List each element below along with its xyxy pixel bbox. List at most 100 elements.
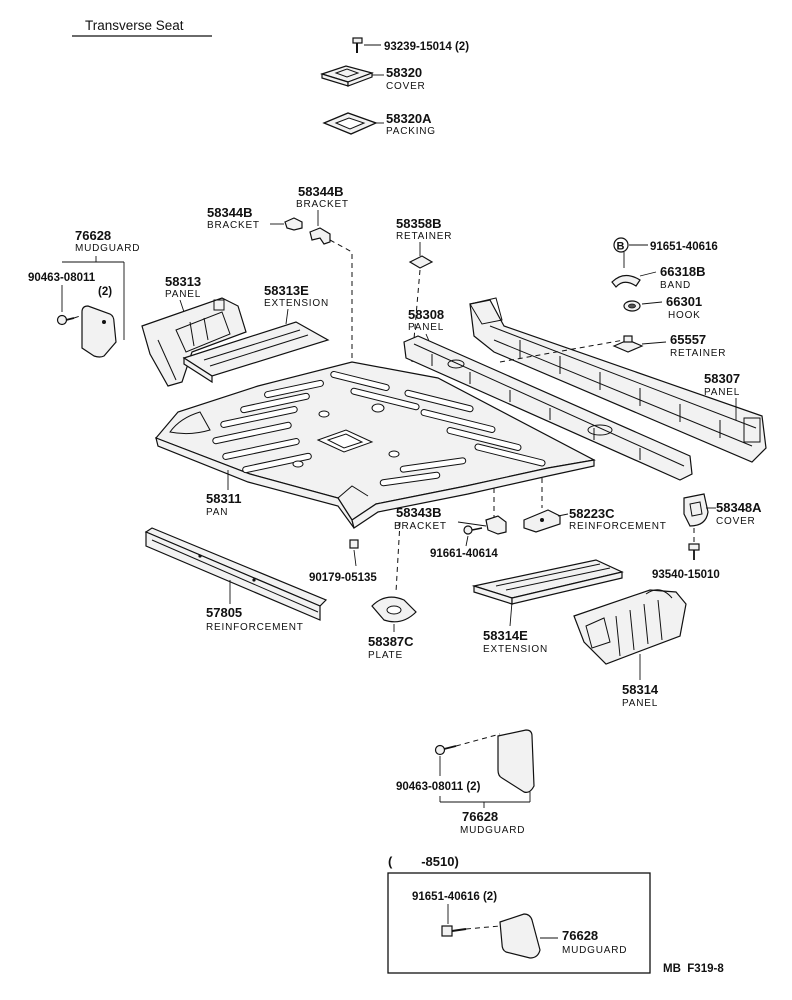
label-76628-top-name: MUDGUARD xyxy=(75,243,140,254)
label-57805-name: REINFORCEMENT xyxy=(206,622,304,633)
label-58343b-number: 58343B xyxy=(396,505,442,520)
label-58314e-number: 58314E xyxy=(483,628,528,643)
footer-code: MB F319-8 xyxy=(663,963,724,975)
bracket-58343b-drawing xyxy=(485,515,507,535)
label-90463-top-number: 90463-08011 xyxy=(28,272,96,284)
label-58320-number: 58320 xyxy=(386,65,422,80)
reinforcement-58223c-drawing xyxy=(523,509,561,533)
label-76628-inset-number: 76628 xyxy=(562,928,598,943)
dashed-guide-retainer-65557 xyxy=(499,339,625,363)
label-58314-name: PANEL xyxy=(622,698,658,709)
extension-58314e-drawing xyxy=(471,559,624,605)
retainer-58358b-drawing xyxy=(408,255,434,269)
diagram-title: Transverse Seat xyxy=(85,18,184,33)
mudguard-76628-inset-drawing xyxy=(499,913,541,959)
label-58223c-name: REINFORCEMENT xyxy=(569,521,667,532)
leader-91661 xyxy=(465,535,469,547)
label-58320-name: COVER xyxy=(386,81,426,92)
label-66318b-number: 66318B xyxy=(660,264,706,279)
label-58344b-left-name: BRACKET xyxy=(207,220,260,231)
cover-58348a-drawing xyxy=(683,493,709,527)
label-57805-number: 57805 xyxy=(206,605,242,620)
dashed-guide-mudguard-top xyxy=(73,315,81,319)
label-58307-number: 58307 xyxy=(704,371,740,386)
band-66318b-drawing xyxy=(611,274,641,288)
b-marker-letter: B xyxy=(617,241,625,253)
label-58348a-name: COVER xyxy=(716,516,756,527)
label-58313e-number: 58313E xyxy=(264,283,309,298)
label-58314-number: 58314 xyxy=(622,682,659,697)
bracket-58344b-right-drawing xyxy=(309,227,331,245)
label-58387c-name: PLATE xyxy=(368,650,403,661)
dashed-guide-bracket xyxy=(329,239,353,365)
label-76628-top-number: 76628 xyxy=(75,228,111,243)
pan-58311-drawing xyxy=(154,361,596,529)
leader-66318b xyxy=(639,271,657,277)
label-65557-name: RETAINER xyxy=(670,348,726,359)
leader-58313e xyxy=(285,308,289,325)
label-58358b-name: RETAINER xyxy=(396,231,452,242)
leader-66301 xyxy=(641,301,663,305)
label-93239-number: 93239-15014 (2) xyxy=(384,41,469,53)
label-91661-number: 91661-40614 xyxy=(430,548,498,560)
leader-90179 xyxy=(353,549,357,567)
label-58387c-number: 58387C xyxy=(368,634,414,649)
panel-58313-drawing xyxy=(141,297,247,387)
inset-box xyxy=(387,872,651,974)
label-58308-name: PANEL xyxy=(408,322,444,333)
reinforcement-57805-drawing xyxy=(144,527,328,621)
bolt-91661-drawing xyxy=(463,525,483,535)
panel-58308-drawing xyxy=(403,335,693,481)
extension-58313e-drawing xyxy=(182,321,330,384)
label-58311-name: PAN xyxy=(206,507,228,518)
label-58313e-name: EXTENSION xyxy=(264,298,329,309)
leader-58343b xyxy=(457,521,487,527)
retainer-65557-drawing xyxy=(612,335,644,353)
label-66301-name: HOOK xyxy=(668,310,701,321)
label-58358b-number: 58358B xyxy=(396,216,442,231)
plate-58387c-drawing xyxy=(371,596,417,623)
label-58311-number: 58311 xyxy=(206,491,241,506)
bracket-58344b-left-drawing xyxy=(284,217,303,231)
dashed-guide-mudguard-bottom xyxy=(455,733,501,747)
label-91651-inset-number: 91651-40616 (2) xyxy=(412,891,497,903)
leader-58223c xyxy=(557,513,569,517)
label-58344b-right-name: BRACKET xyxy=(296,199,349,210)
mudguard-76628-bottom-drawing xyxy=(497,729,535,793)
bolt-90463-bottom-drawing xyxy=(434,744,457,756)
label-76628-bottom-name: MUDGUARD xyxy=(460,825,525,836)
label-76628-bottom-number: 76628 xyxy=(462,809,498,824)
label-58320a-name: PACKING xyxy=(386,126,436,137)
label-58320a-number: 58320A xyxy=(386,111,432,126)
label-58307-name: PANEL xyxy=(704,387,740,398)
bolt-90463-top-drawing xyxy=(56,314,75,326)
inset-header: ( -8510) xyxy=(388,854,459,869)
mudguard-76628-top-drawing xyxy=(81,305,117,358)
label-90463-top-qty: (2) xyxy=(98,286,112,298)
hook-66301-drawing xyxy=(623,300,641,312)
label-58223c-number: 58223C xyxy=(569,506,615,521)
label-58343b-name: BRACKET xyxy=(394,521,447,532)
panel-58314-drawing xyxy=(573,589,687,665)
clip-90179-drawing xyxy=(349,539,359,549)
label-58314e-name: EXTENSION xyxy=(483,644,548,655)
bolt-93540-drawing xyxy=(688,543,700,560)
label-76628-inset-name: MUDGUARD xyxy=(562,945,627,956)
label-90463-bottom-number: 90463-08011 (2) xyxy=(396,781,481,793)
b-marker-circle xyxy=(613,237,629,253)
label-58344b-right-number: 58344B xyxy=(298,184,344,199)
packing-58320a-drawing xyxy=(322,112,378,135)
label-93540-number: 93540-15010 xyxy=(652,569,720,581)
label-91651-top-number: 91651-40616 xyxy=(650,241,718,253)
bolt-91651-inset-drawing xyxy=(441,925,467,937)
dashed-guide-58387c xyxy=(395,521,401,593)
label-66301-number: 66301 xyxy=(666,294,702,309)
label-58313-number: 58313 xyxy=(165,274,201,289)
label-58313-name: PANEL xyxy=(165,289,201,300)
leader-58314e xyxy=(509,601,513,627)
label-66318b-name: BAND xyxy=(660,280,691,291)
label-58344b-left-number: 58344B xyxy=(207,205,253,220)
leader-65557 xyxy=(641,341,667,345)
cover-58320-drawing xyxy=(320,65,374,87)
